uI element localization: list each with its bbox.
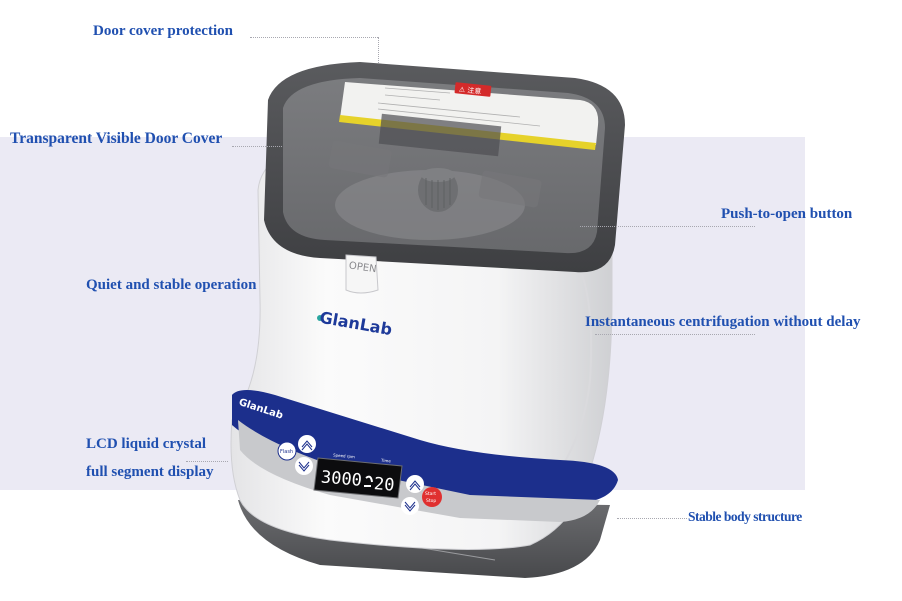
flash-button-label: Flash (280, 449, 293, 455)
warning-tag-bg (454, 82, 492, 97)
leader-transparent-door-cover (232, 146, 282, 147)
leader-door-cover-protection (250, 37, 378, 38)
flash-button[interactable]: Flash (277, 441, 297, 461)
label-lcd-line2: full segment display (86, 464, 214, 480)
start-label: Start (425, 491, 436, 497)
open-button-label: OPEN (348, 261, 377, 276)
leader-stable-body (617, 518, 687, 519)
lcd-time-value: 20 (373, 474, 395, 496)
leader-instantaneous (595, 334, 755, 335)
label-instantaneous: Instantaneous centrifugation without del… (585, 314, 861, 330)
label-push-to-open: Push-to-open button (721, 206, 853, 222)
time-up-button[interactable] (406, 475, 424, 493)
start-stop-button[interactable]: Start Stop (422, 487, 442, 507)
leader-lcd (186, 461, 228, 462)
warning-tag-text: ⚠ 注意 (458, 85, 481, 96)
label-door-cover-protection: Door cover protection (93, 23, 233, 39)
leader-push-to-open (580, 226, 755, 227)
stop-label: Stop (426, 498, 436, 504)
lcd-speed-label: Speed rpm (333, 452, 355, 459)
lcd-time-label: Time (380, 458, 392, 464)
lcd-speed-value: 3000 (320, 467, 363, 490)
speed-down-button[interactable] (295, 457, 313, 475)
label-stable-body: Stable body structure (688, 509, 802, 524)
leader-door-cover-protection-vertical (378, 37, 379, 63)
speed-up-button[interactable] (298, 435, 316, 453)
time-down-button[interactable] (401, 497, 419, 515)
label-lcd-line1: LCD liquid crystal (86, 436, 207, 452)
label-quiet-stable: Quiet and stable operation (86, 277, 257, 293)
label-transparent-door-cover: Transparent Visible Door Cover (10, 130, 223, 147)
